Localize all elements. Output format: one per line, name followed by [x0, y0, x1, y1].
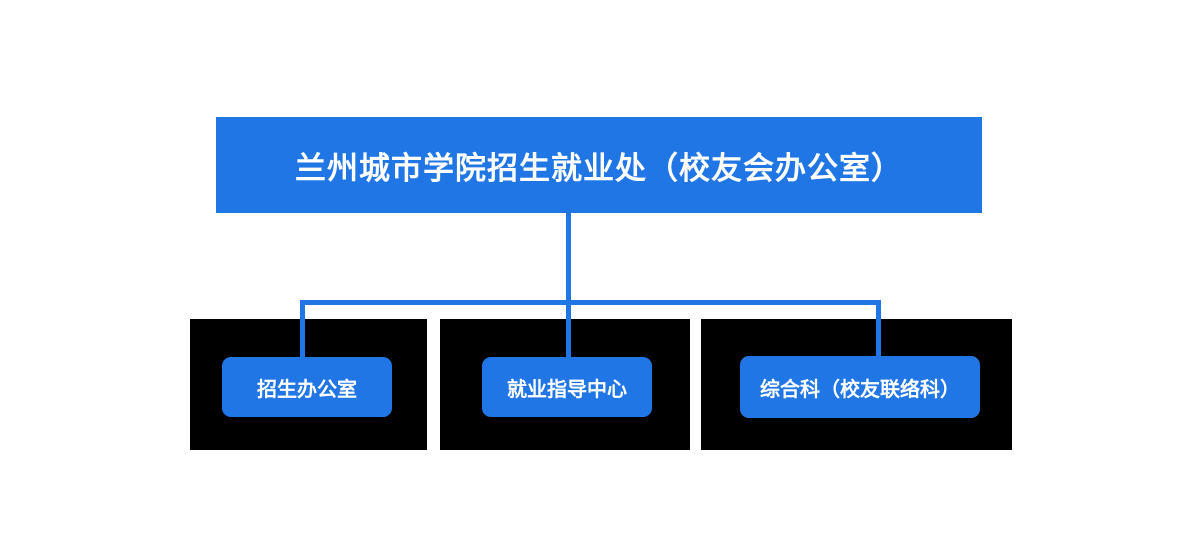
- child-node-employment-guidance-center: 就业指导中心: [482, 357, 652, 417]
- root-node: 兰州城市学院招生就业处（校友会办公室）: [216, 117, 982, 213]
- connector-drop-left: [300, 300, 305, 357]
- child-node-general-affairs-alumni-liaison: 综合科（校友联络科）: [740, 356, 980, 418]
- root-node-label: 兰州城市学院招生就业处（校友会办公室）: [295, 150, 903, 186]
- child-node-general-affairs-alumni-liaison-label: 综合科（校友联络科）: [760, 378, 960, 401]
- connector-root-drop: [566, 213, 571, 357]
- connector-horizontal-rail: [300, 300, 881, 305]
- child-node-admissions-office-label: 招生办公室: [257, 378, 357, 401]
- child-node-employment-guidance-center-label: 就业指导中心: [507, 378, 627, 401]
- child-node-admissions-office: 招生办公室: [222, 357, 392, 417]
- connector-drop-right: [876, 300, 881, 356]
